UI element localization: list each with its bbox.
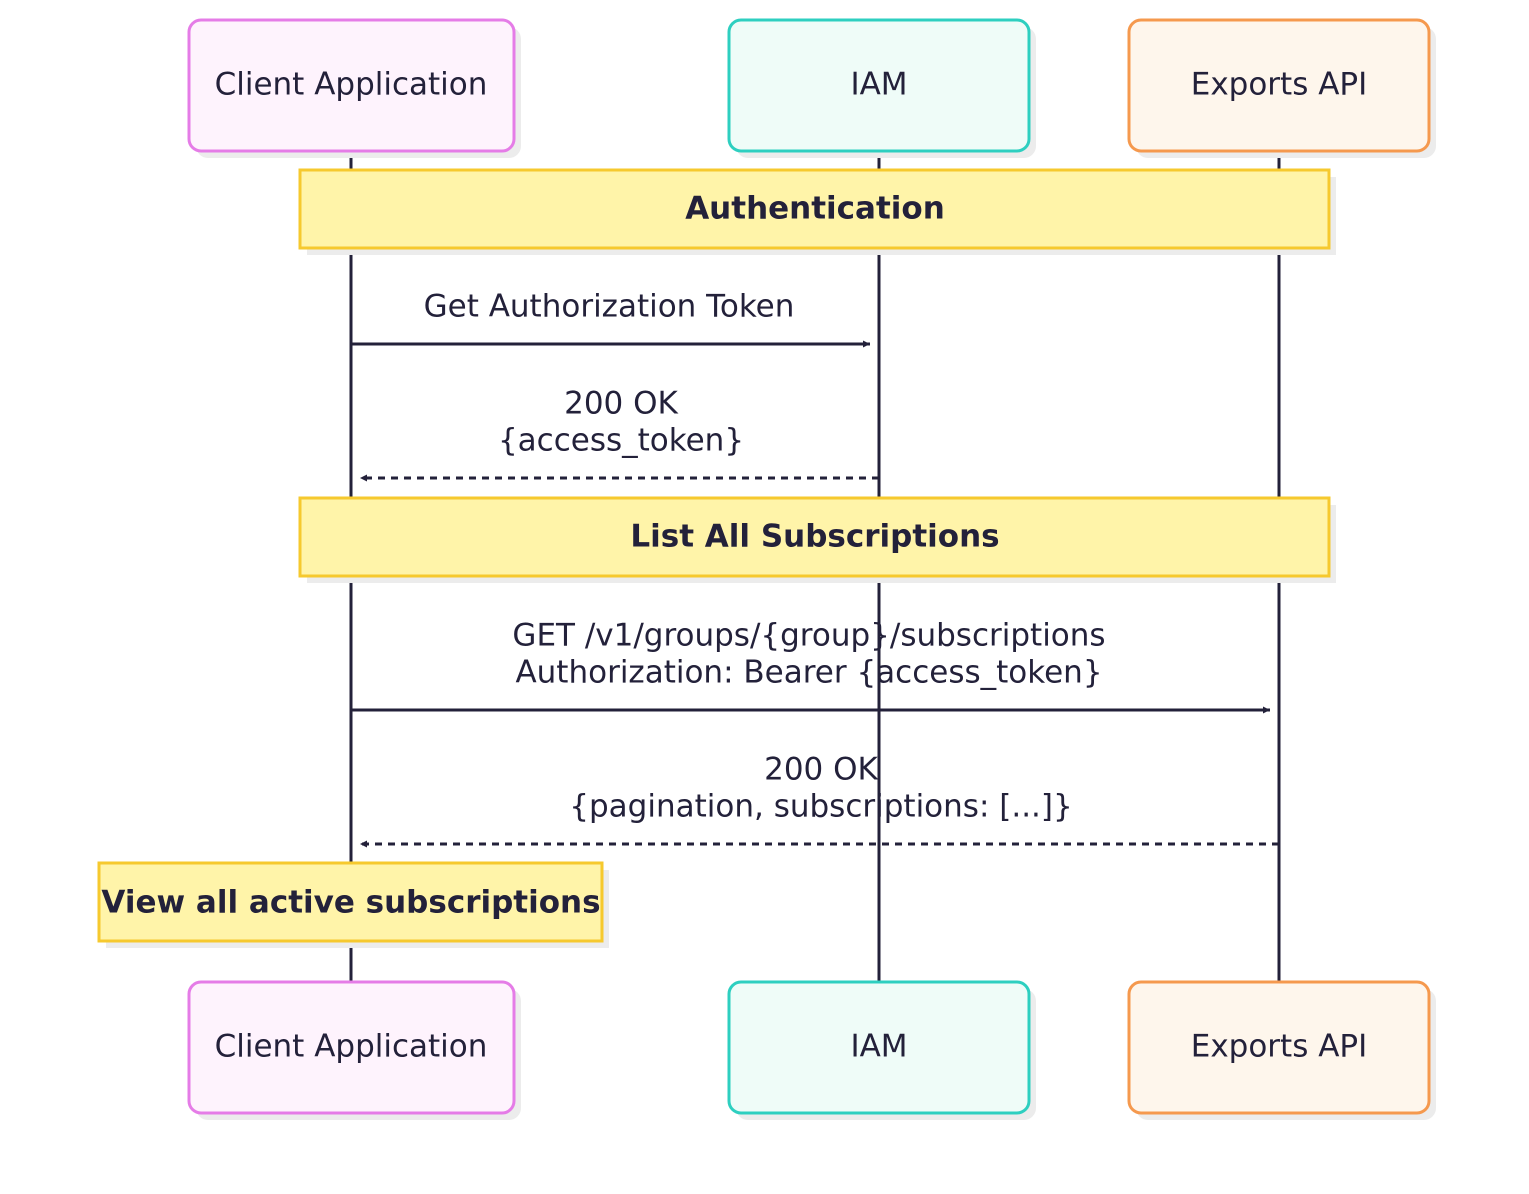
note-view-subscriptions: View all active subscriptions — [97, 861, 609, 948]
actor-exports-top: Exports API — [1127, 18, 1436, 158]
message-subscriptions-response: 200 OK {pagination, subscriptions: [...]… — [360, 752, 1279, 848]
actor-client-bottom: Client Application — [187, 980, 521, 1120]
message-get-token: Get Authorization Token — [351, 289, 870, 348]
section-note-label: Authentication — [685, 191, 945, 227]
actor-box — [1127, 18, 1431, 153]
note-label: View all active subscriptions — [101, 885, 600, 921]
actor-exports-label: Exports API — [1191, 67, 1368, 103]
actor-box — [187, 980, 516, 1115]
message-label: GET /v1/groups/{group}/subscriptions — [512, 618, 1105, 654]
actor-box — [187, 18, 516, 153]
note-box — [97, 861, 604, 943]
section-note-label: List All Subscriptions — [630, 519, 999, 555]
section-note-box — [298, 496, 1331, 578]
message-label: Get Authorization Token — [424, 289, 795, 325]
actor-exports-bottom: Exports API — [1127, 980, 1436, 1120]
message-token-response: 200 OK {access_token} — [360, 386, 879, 482]
actor-iam-top: IAM — [727, 18, 1036, 158]
actor-box — [727, 18, 1031, 153]
section-authentication: Authentication — [298, 168, 1336, 255]
section-note-box — [298, 168, 1331, 250]
message-label: {access_token} — [498, 423, 744, 459]
actor-exports-label: Exports API — [1191, 1029, 1368, 1065]
message-label: Authorization: Bearer {access_token} — [515, 655, 1102, 691]
actor-client-label: Client Application — [215, 1029, 488, 1065]
section-list-subscriptions: List All Subscriptions — [298, 496, 1336, 583]
actor-iam-bottom: IAM — [727, 980, 1036, 1120]
message-get-subscriptions: GET /v1/groups/{group}/subscriptions Aut… — [351, 618, 1270, 714]
actor-client-top: Client Application — [187, 18, 521, 158]
actor-iam-label: IAM — [850, 67, 907, 103]
actor-iam-label: IAM — [850, 1029, 907, 1065]
message-label: 200 OK — [764, 752, 878, 788]
message-label: 200 OK — [564, 386, 678, 422]
message-label: {pagination, subscriptions: [...]} — [569, 789, 1072, 825]
actor-box — [1127, 980, 1431, 1115]
actor-box — [727, 980, 1031, 1115]
actor-client-label: Client Application — [215, 67, 488, 103]
